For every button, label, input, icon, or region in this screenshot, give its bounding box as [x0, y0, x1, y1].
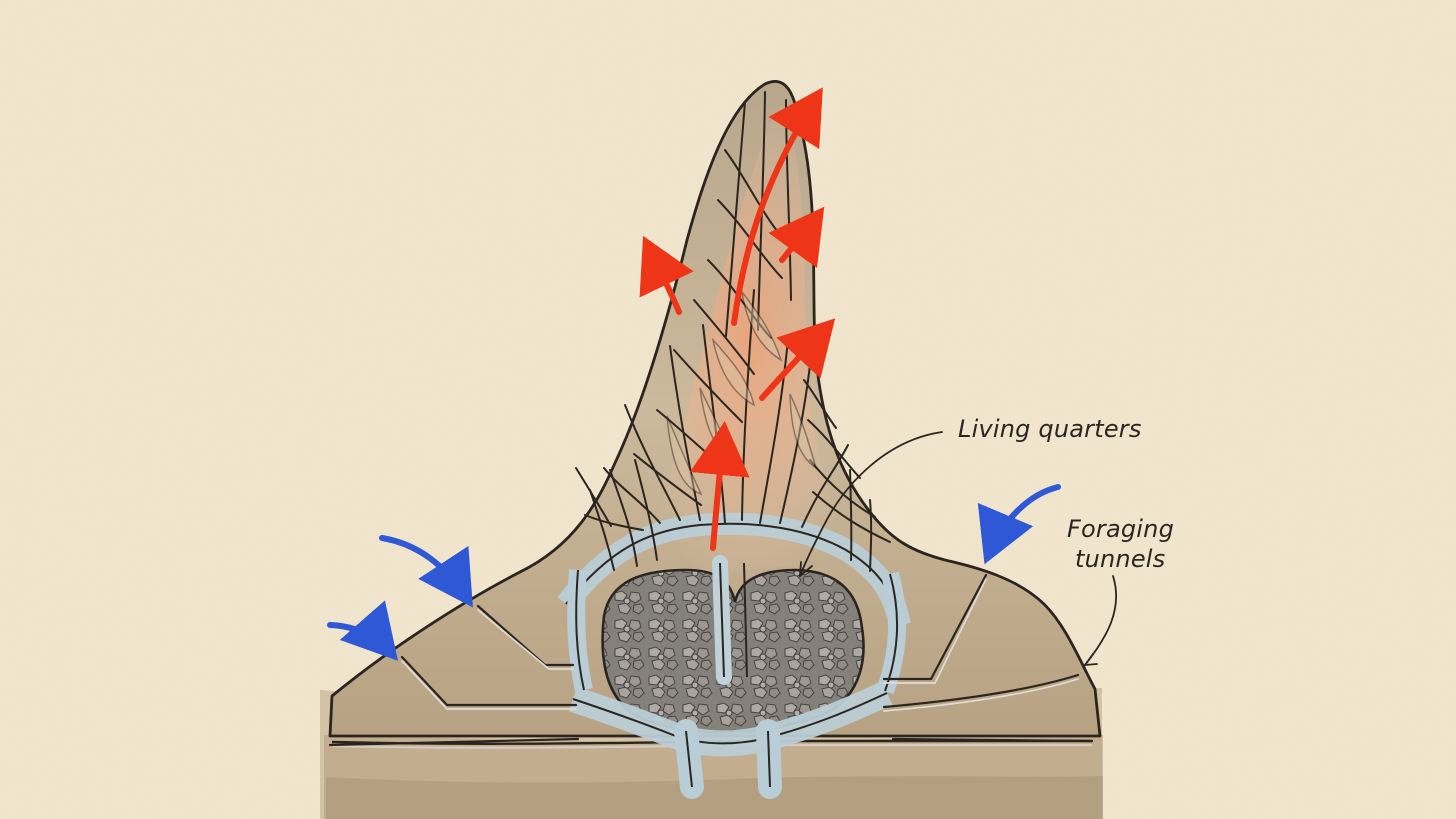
- label-foraging-line-2: tunnels: [1075, 545, 1165, 573]
- label-living-quarters: Living quarters: [958, 415, 1142, 443]
- label-foraging-line-1: Foraging: [1067, 515, 1174, 543]
